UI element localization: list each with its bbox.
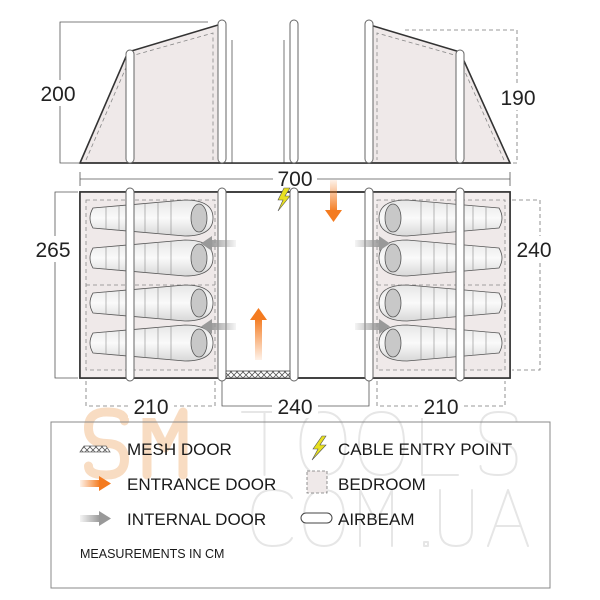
- legend-label-mesh-door: MESH DOOR: [127, 440, 232, 459]
- watermark-mark: [251, 489, 529, 547]
- dim-total-length: 700: [79, 166, 511, 191]
- entrance-arrow-icon: [80, 476, 111, 491]
- side-elevation: 200 190: [36, 19, 539, 164]
- legend-label-cable-entry: CABLE ENTRY POINT: [338, 440, 512, 459]
- dim-bedroom-depth: 240: [516, 239, 551, 262]
- sleeping-bag: [89, 324, 214, 362]
- dim-total-length-label: 700: [277, 168, 312, 191]
- dim-living-length: 240: [277, 396, 312, 419]
- watermark: [84, 407, 529, 547]
- sleeping-bags: [89, 199, 503, 362]
- mesh-door-icon: [79, 445, 111, 453]
- bedroom-icon: [306, 470, 328, 494]
- sleeping-bag: [378, 199, 503, 237]
- side-airbeams: [125, 19, 465, 164]
- sleeping-bag: [89, 284, 214, 322]
- legend-label-internal-door: INTERNAL DOOR: [127, 510, 266, 529]
- watermark-mark: [84, 407, 188, 480]
- internal-door-arrows: [201, 236, 390, 334]
- entrance-door-arrow-bottom: [250, 308, 267, 360]
- entrance-door-arrow-top: [325, 180, 342, 222]
- cable-entry-icon: [277, 187, 291, 212]
- lightning-icon: [311, 435, 327, 461]
- sleeping-bag: [378, 324, 503, 362]
- sleeping-bag: [378, 284, 503, 322]
- legend: MESH DOOR ENTRANCE DOOR INTERNAL DOOR CA…: [50, 421, 551, 589]
- floor-plan: [79, 180, 511, 382]
- dim-bedroom-left-length: 210: [133, 396, 168, 419]
- floor-dimensions: 265 240 210 240 210: [30, 191, 557, 419]
- airbeam-icon: [300, 512, 333, 524]
- measurements-note: MEASUREMENTS IN CM: [80, 547, 224, 561]
- floor-airbeams: [125, 187, 465, 382]
- legend-label-bedroom: BEDROOM: [338, 475, 426, 494]
- dim-side-right-height: 190: [500, 87, 535, 110]
- legend-label-entrance-door: ENTRANCE DOOR: [127, 475, 276, 494]
- dim-floor-width: 265: [35, 239, 70, 262]
- dim-side-left-height: 200: [40, 83, 75, 106]
- legend-label-airbeam: AIRBEAM: [338, 510, 415, 529]
- dim-bedroom-right-length: 210: [423, 396, 458, 419]
- internal-arrow-icon: [80, 511, 111, 526]
- mesh-door: [225, 370, 291, 379]
